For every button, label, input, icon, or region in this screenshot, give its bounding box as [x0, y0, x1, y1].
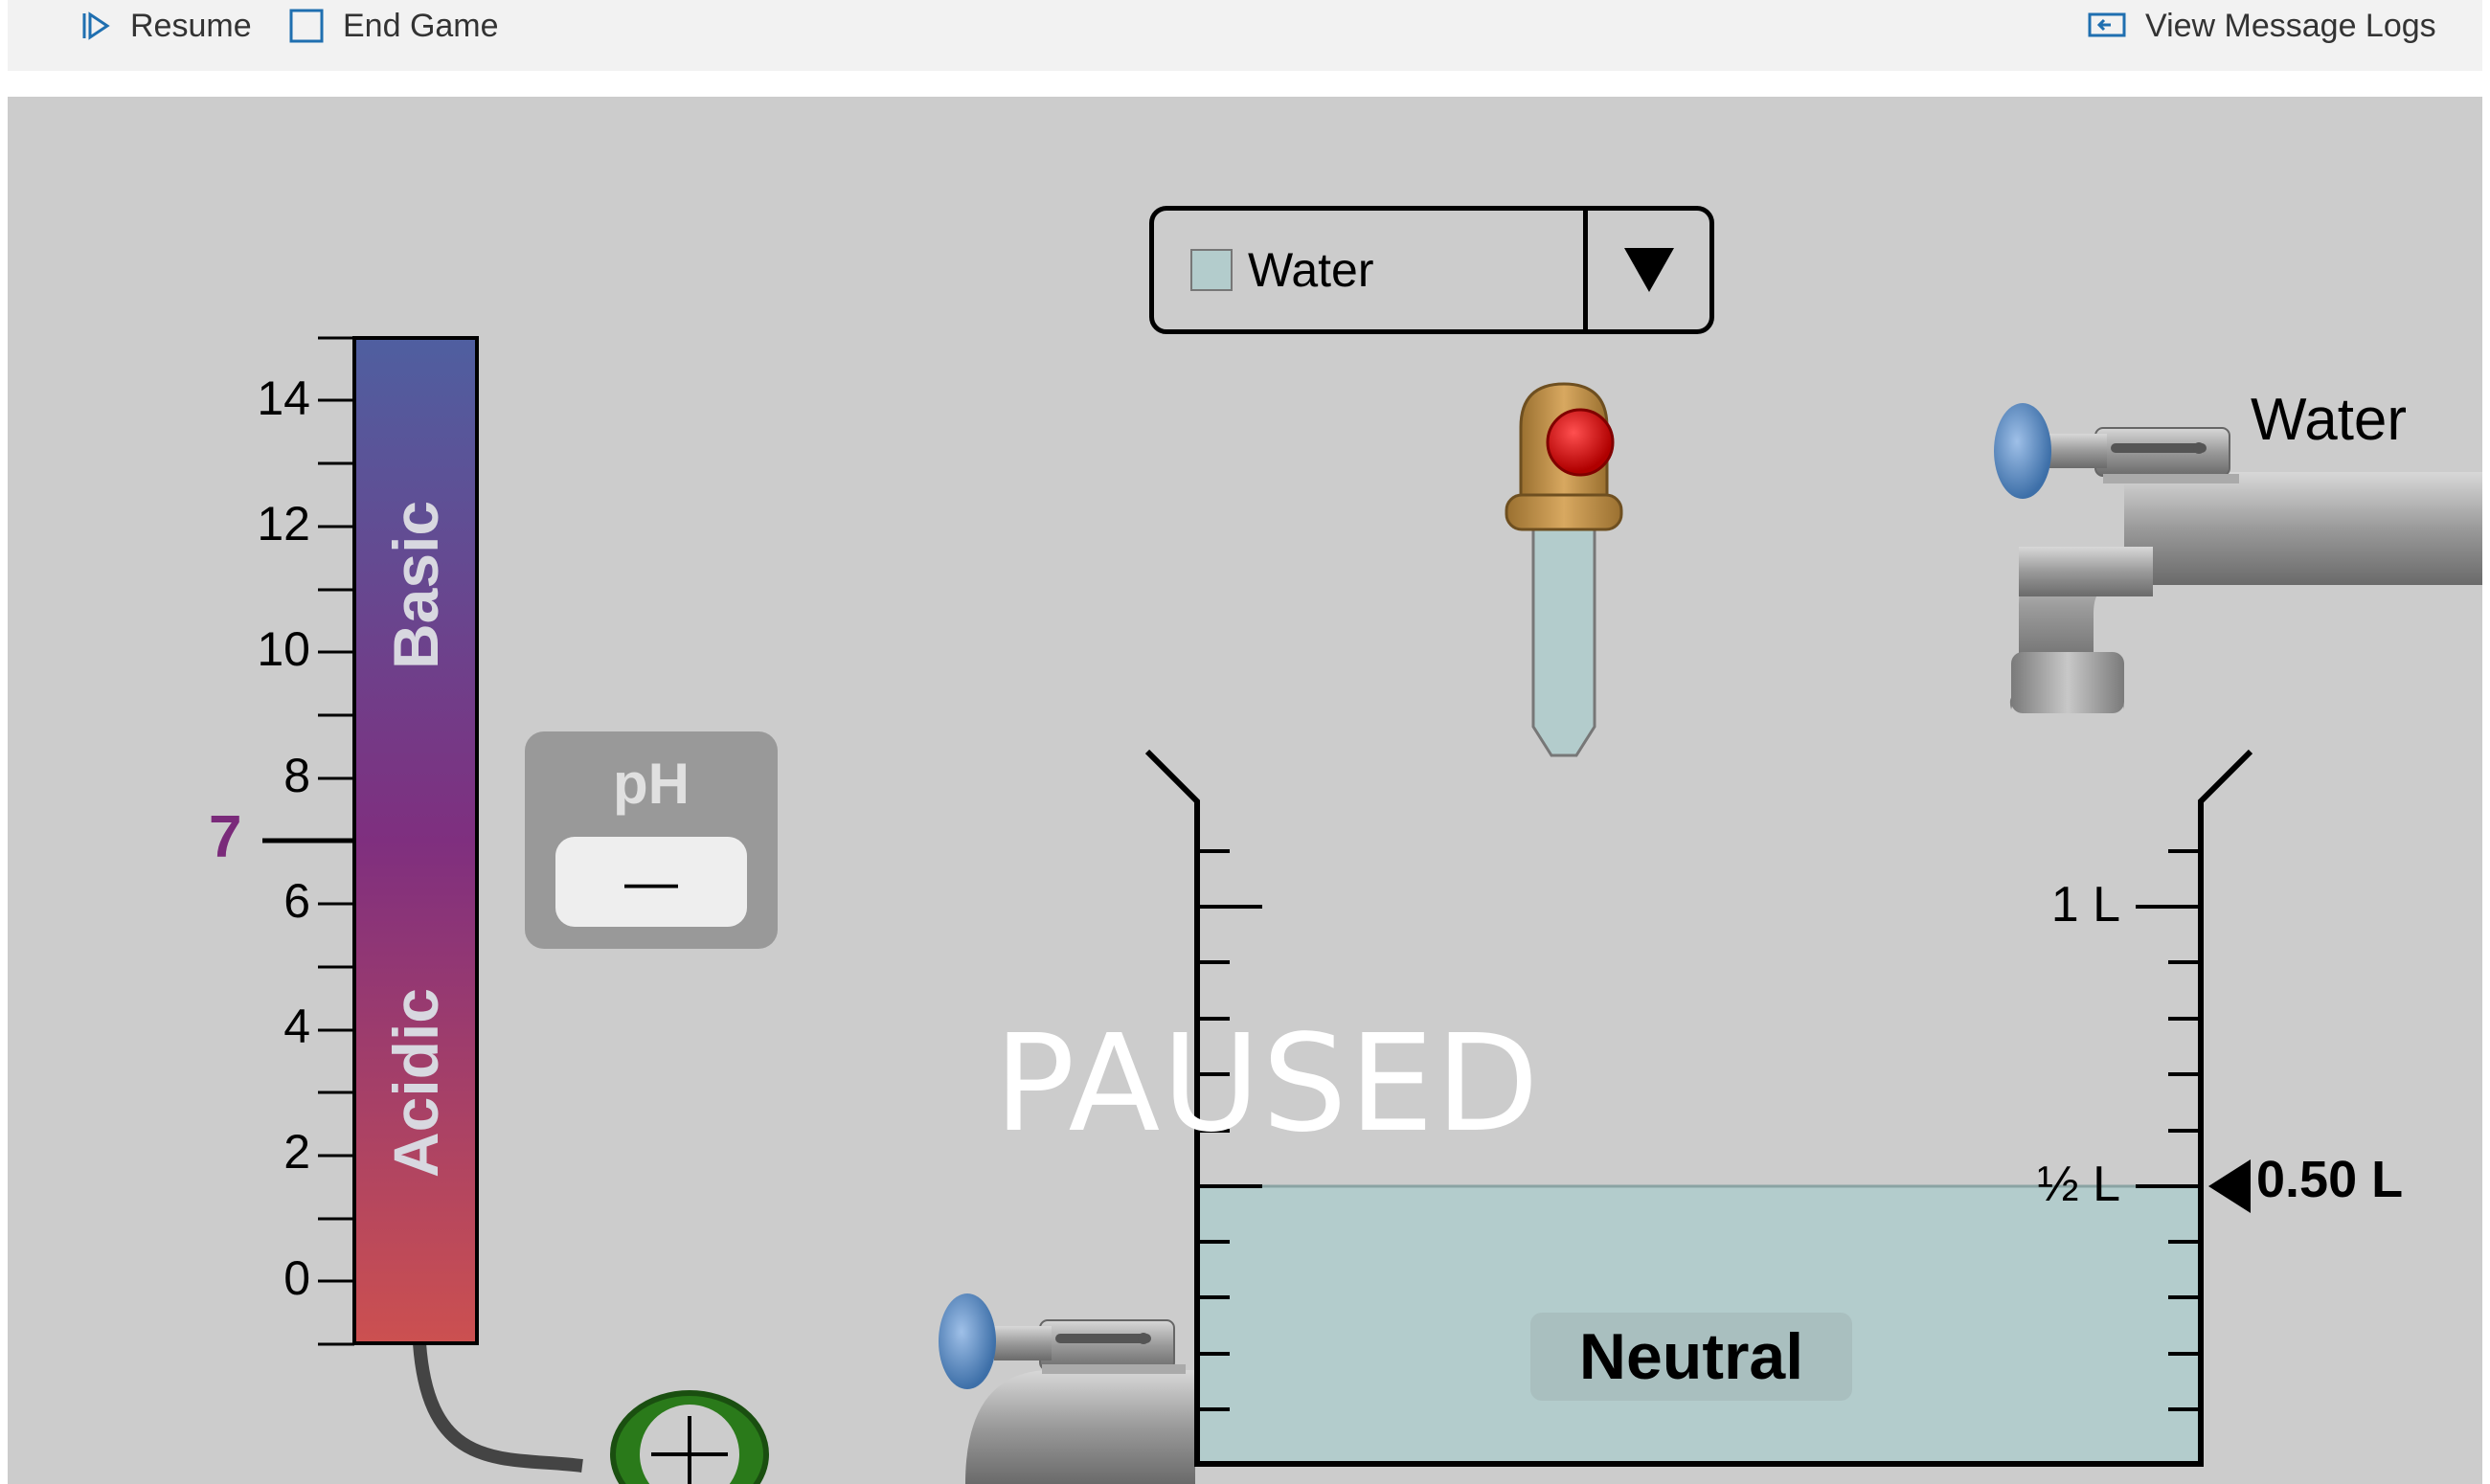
ph-meter: pH — [525, 731, 778, 949]
play-icon [82, 11, 110, 40]
simulation-graphics [262, 336, 2482, 1484]
ph-basic-label: Basic [380, 500, 451, 669]
ph-tick-label: 14 [257, 371, 310, 425]
volume-readout: 0.50 L [2256, 1151, 2404, 1208]
solute-selected-label: Water [1248, 243, 1374, 297]
view-message-logs-button[interactable]: View Message Logs [2088, 0, 2436, 52]
dropdown-toggle-button[interactable] [1583, 211, 1709, 329]
end-game-label: End Game [343, 7, 499, 44]
simulation-area: 14 12 10 8 6 4 2 0 7 Basic Acidic pH — W… [8, 97, 2482, 1484]
triangle-down-icon [1623, 248, 1674, 292]
ph-tick-label: 6 [283, 874, 310, 928]
water-faucet-knob[interactable] [1994, 403, 2051, 499]
ph-tick-label: 0 [283, 1251, 310, 1305]
ph-probe[interactable] [413, 1342, 769, 1484]
solution-state-badge: Neutral [1530, 1313, 1852, 1401]
beaker-mark-1l: 1 L [2050, 877, 2120, 933]
beaker-ticks [1197, 849, 2201, 1411]
resume-label: Resume [130, 7, 252, 44]
ph-tick-label: 8 [283, 749, 310, 802]
ph-meter-title: pH [613, 752, 690, 816]
ph-tick-label: 12 [257, 497, 310, 551]
ph-tick-label: 2 [283, 1125, 310, 1179]
dropper[interactable] [1505, 382, 1623, 757]
solute-color-swatch [1190, 249, 1233, 291]
ph-acidic-label: Acidic [380, 987, 451, 1179]
ph-tick-label: 4 [283, 1000, 310, 1053]
beaker [1144, 749, 2253, 1467]
drain-faucet[interactable] [939, 1293, 1195, 1484]
ph-meter-value: — [555, 837, 747, 927]
beaker-mark-half-l: ½ L [2037, 1157, 2120, 1212]
water-faucet[interactable] [1994, 403, 2482, 713]
ph-neutral-label: 7 [209, 804, 242, 870]
drain-faucet-knob[interactable] [939, 1293, 996, 1389]
message-logs-icon [2088, 12, 2126, 37]
dropper-button[interactable] [1546, 408, 1615, 477]
volume-pointer [2208, 1159, 2251, 1213]
end-game-button[interactable]: End Game [289, 0, 499, 52]
view-message-logs-label: View Message Logs [2145, 7, 2436, 44]
ph-tick-label: 10 [257, 622, 310, 676]
top-toolbar: Resume End Game View Message Logs [8, 0, 2482, 71]
resume-button[interactable]: Resume [80, 0, 252, 52]
solute-dropdown[interactable]: Water [1149, 206, 1714, 334]
faucet-label: Water [2251, 387, 2408, 453]
checkbox-icon [289, 9, 324, 43]
ph-scale [262, 336, 479, 1346]
